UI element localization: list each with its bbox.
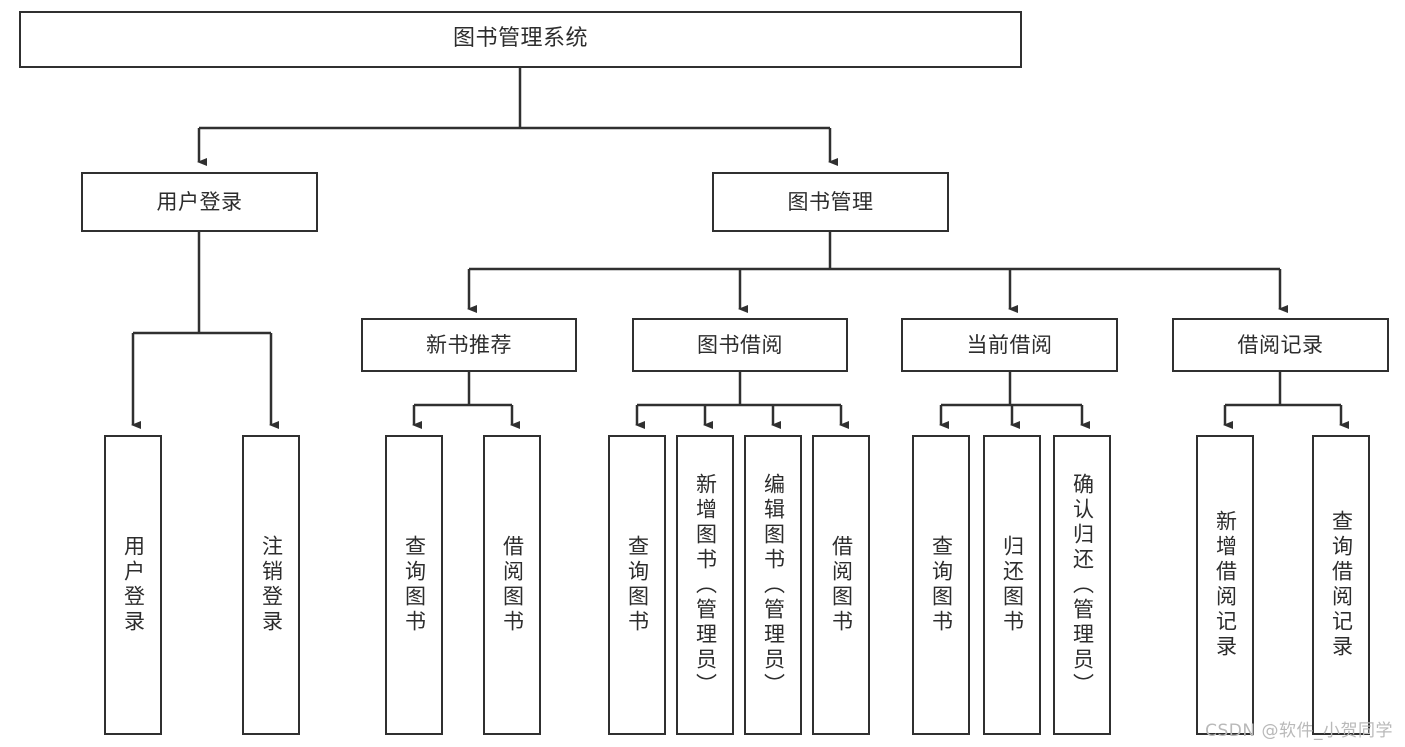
node-label: 借阅图书 [829,535,854,635]
node-leaf-user-logout[interactable]: 注销登录 [242,435,300,735]
node-label: 借阅记录 [1237,332,1324,357]
node-leaf-add-book[interactable]: 新增图书（管理员） [676,435,734,735]
node-label: 图书借阅 [697,332,783,357]
node-leaf-add-record[interactable]: 新增借阅记录 [1196,435,1254,735]
node-leaf-query-book-3[interactable]: 查询图书 [912,435,970,735]
watermark-text: CSDN @软件_小贺同学 [1205,721,1393,741]
node-label: 查询图书 [625,535,650,635]
node-label: 查询图书 [402,535,427,635]
node-leaf-query-record[interactable]: 查询借阅记录 [1312,435,1370,735]
node-label: 编辑图书（管理员） [761,472,786,698]
node-leaf-query-book-2[interactable]: 查询图书 [608,435,666,735]
node-label: 图书管理系统 [452,26,588,52]
node-book-borrow[interactable]: 图书借阅 [632,318,848,372]
node-leaf-edit-book[interactable]: 编辑图书（管理员） [744,435,802,735]
node-label: 用户登录 [156,189,243,214]
node-label: 注销登录 [259,535,284,635]
node-leaf-confirm-return[interactable]: 确认归还（管理员） [1053,435,1111,735]
node-leaf-borrow-book-1[interactable]: 借阅图书 [483,435,541,735]
node-label: 新增图书（管理员） [693,472,718,698]
node-borrow-record[interactable]: 借阅记录 [1172,318,1389,372]
node-root-book-management-system[interactable]: 图书管理系统 [19,11,1022,68]
node-label: 新书推荐 [426,332,512,357]
node-label: 新增借阅记录 [1213,510,1238,660]
node-label: 查询借阅记录 [1329,510,1354,660]
node-label: 查询图书 [929,535,954,635]
node-label: 当前借阅 [966,332,1053,357]
node-label: 用户登录 [121,535,146,635]
node-current-borrow[interactable]: 当前借阅 [901,318,1118,372]
node-user-login[interactable]: 用户登录 [81,172,318,232]
node-book-management[interactable]: 图书管理 [712,172,949,232]
node-label: 归还图书 [1000,535,1025,635]
node-label: 图书管理 [787,189,874,214]
node-label: 借阅图书 [500,535,525,635]
node-new-book-recommend[interactable]: 新书推荐 [361,318,577,372]
node-leaf-return-book[interactable]: 归还图书 [983,435,1041,735]
node-leaf-user-login[interactable]: 用户登录 [104,435,162,735]
node-label: 确认归还（管理员） [1070,472,1095,698]
node-leaf-borrow-book-2[interactable]: 借阅图书 [812,435,870,735]
node-leaf-query-book-1[interactable]: 查询图书 [385,435,443,735]
